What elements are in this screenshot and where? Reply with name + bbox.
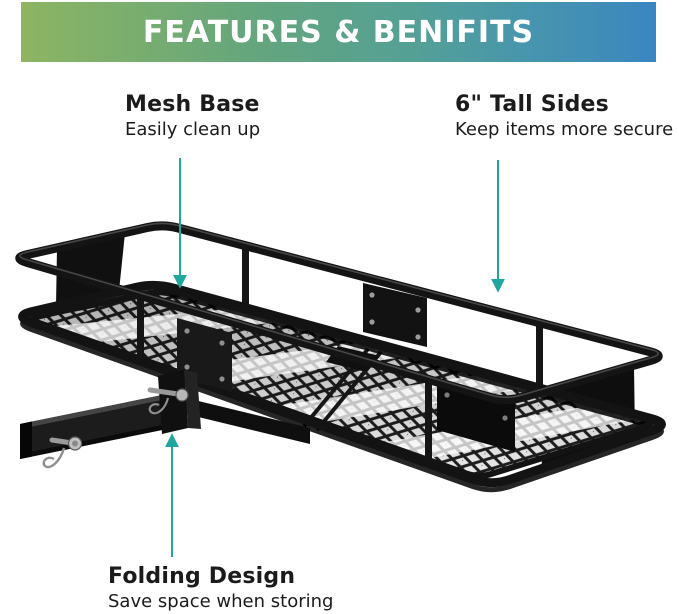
fold-pin-clip bbox=[148, 397, 170, 415]
back-mount-plate bbox=[363, 283, 427, 347]
callout-tall-sides-title: 6" Tall Sides bbox=[455, 92, 609, 117]
callout-mesh-base-title: Mesh Base bbox=[125, 92, 260, 117]
hitch-pin-clip bbox=[42, 447, 66, 469]
hitch-tube bbox=[20, 393, 172, 459]
fold-bracket bbox=[158, 370, 201, 434]
callout-mesh-base-subtitle: Easily clean up bbox=[125, 119, 261, 140]
fold-pin bbox=[147, 387, 189, 402]
callout-mesh-base: Mesh Base Easily clean up bbox=[125, 94, 260, 139]
callout-tall-sides-subtitle: Keep items more secure bbox=[455, 119, 674, 140]
callout-folding-design-subtitle: Save space when storing bbox=[108, 591, 334, 612]
cargo-carrier bbox=[15, 221, 666, 493]
tray-rim bbox=[18, 280, 666, 493]
hitch-pin bbox=[49, 436, 83, 451]
under-frame-bar bbox=[186, 398, 310, 444]
features-banner: FEATURES & BENIFITS bbox=[21, 2, 656, 62]
annotation-arrows bbox=[165, 158, 505, 557]
back-wall-post bbox=[242, 246, 249, 311]
callout-folding-design: Folding Design Save space when storing bbox=[108, 566, 333, 611]
hitch-arm bbox=[20, 318, 310, 469]
callout-folding-design-title: Folding Design bbox=[108, 564, 296, 589]
banner-title: FEATURES & BENIFITS bbox=[142, 14, 535, 50]
callout-tall-sides: 6" Tall Sides Keep items more secure bbox=[455, 94, 673, 139]
top-rail bbox=[15, 221, 663, 405]
front-wall-post bbox=[137, 296, 144, 359]
front-wall-post bbox=[425, 380, 432, 460]
back-wall-post bbox=[536, 326, 543, 390]
